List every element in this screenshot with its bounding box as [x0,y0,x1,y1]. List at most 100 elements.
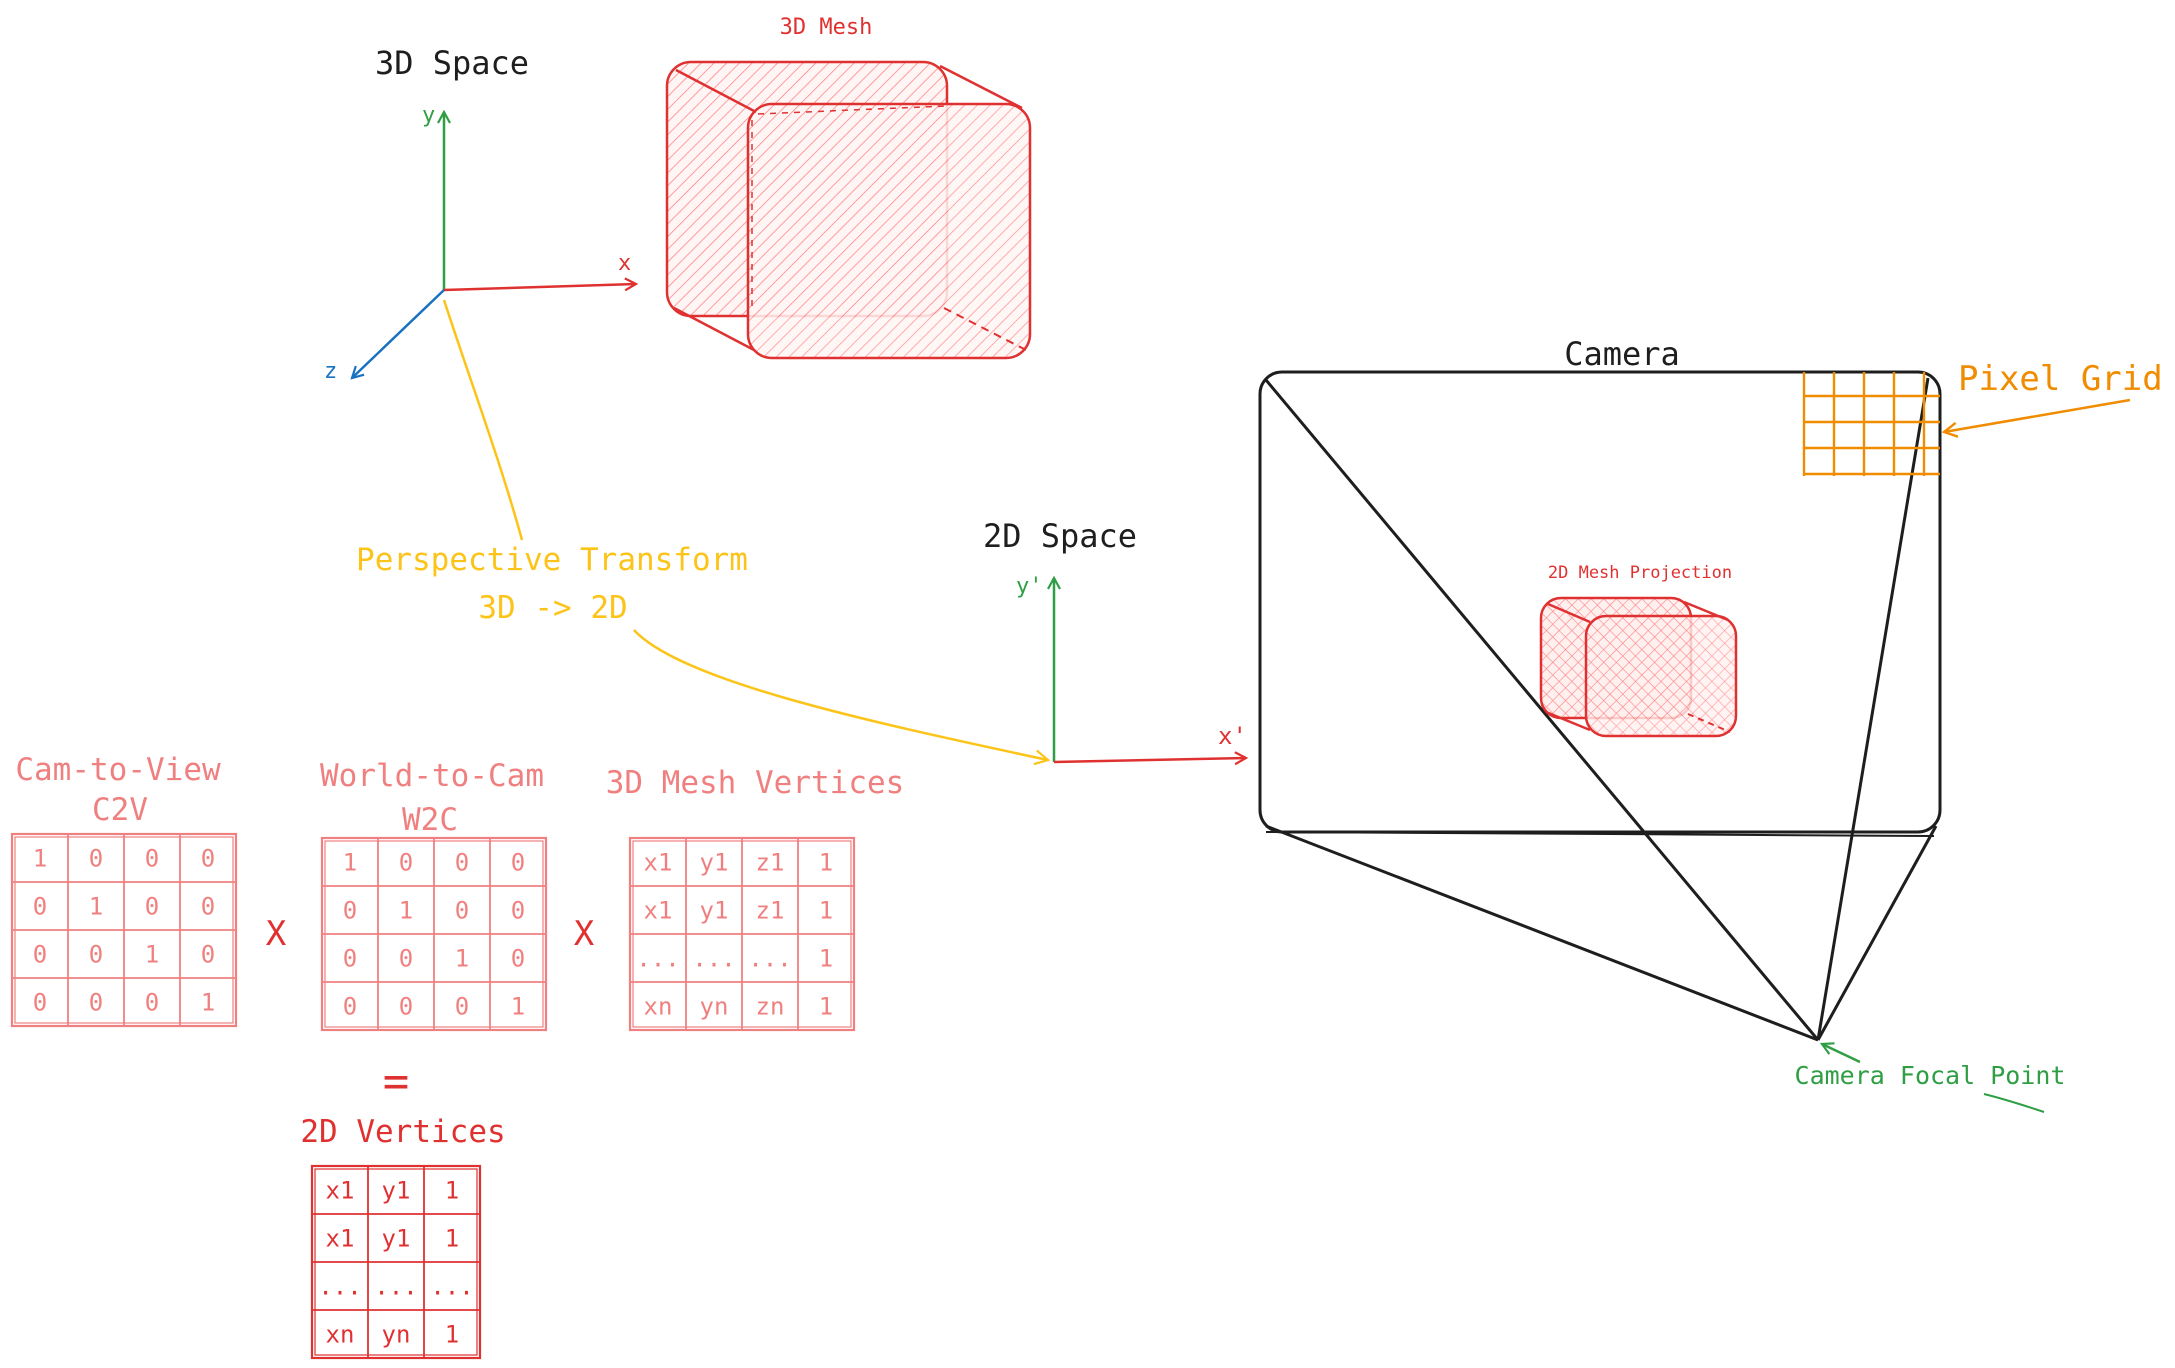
matrix-cell: 0 [455,896,469,924]
projection-edge-bl [1545,710,1591,732]
space-3d-title: 3D Space [375,44,529,82]
matrix-cell: 0 [511,944,525,972]
camera-title: Camera [1564,335,1680,373]
matrix-cell: ... [692,944,735,972]
matrix-cell: z1 [756,848,785,876]
matrix-cell: yn [382,1320,411,1348]
transform-label-line2: 3D -> 2D [478,590,627,626]
camera-frame [1258,370,1942,834]
matrix-cell: 0 [511,896,525,924]
multiply-sign-1: X [266,914,287,954]
matrix-cell: ... [430,1272,473,1300]
w2c-title: World-to-Cam [320,758,544,794]
matrix-cell: y1 [382,1224,411,1252]
w2c-abbrev: W2C [402,802,458,838]
axis-x-label: x [618,251,631,276]
matrix-cell: 0 [455,992,469,1020]
matrix-cell: y1 [700,896,729,924]
matrix-cell: 1 [455,944,469,972]
matrix-cell: 0 [343,992,357,1020]
verts2d-title: 2D Vertices [300,1114,505,1150]
matrix-cell: ... [636,944,679,972]
mesh-edge-br-hidden [943,307,1027,351]
matrix-cell: x1 [326,1176,355,1204]
matrix-cell: 0 [399,992,413,1020]
transform-label-line1: Perspective Transform [356,542,748,578]
matrix-cell: 1 [399,896,413,924]
matrix-cell: 1 [145,940,159,968]
camera-group: Camera 2D Mesh Projection Pixel Grid Cam… [1258,335,2163,1113]
matrix-cell: 0 [33,940,47,968]
projection-label: 2D Mesh Projection [1548,563,1732,583]
mesh-edge-bl [673,306,755,352]
transform-curve-arrow [633,629,1048,760]
matrix-cell: 0 [201,940,215,968]
matrix-cell: 0 [33,988,47,1016]
matrix-cell: 0 [201,844,215,872]
frustum-line-bl [1265,824,1819,1042]
axis-x-arrow [443,284,636,290]
projection-edge-tl [1547,602,1591,624]
matrix-cell: 0 [89,940,103,968]
focal-arrow [1822,1044,1861,1064]
matrix-cell: 0 [201,892,215,920]
verts3d-title: 3D Mesh Vertices [606,765,905,801]
equals-sign: = [383,1056,410,1107]
axis-y-label: y [422,103,435,128]
pixel-grid [1802,372,1940,476]
focal-underline [1983,1093,2045,1113]
matrix-cell: z1 [756,896,785,924]
c2v-abbrev: C2V [92,792,148,828]
multiply-sign-2: X [574,914,595,954]
mesh-edge-tl [675,68,757,114]
frustum-base [1265,831,1935,837]
mesh-edge-tr [939,64,1023,110]
matrix-cell: zn [756,992,785,1020]
matrix-cell: y1 [700,848,729,876]
pixel-grid-label: Pixel Grid [1958,359,2163,399]
mesh-3d-label: 3D Mesh [780,15,873,40]
matrix-cell: xn [644,992,673,1020]
projection-edge-tr [1683,600,1729,622]
matrix-cell: x1 [326,1224,355,1252]
matrix-cell: 1 [89,892,103,920]
matrix-cell: 0 [511,848,525,876]
mesh-back-face [746,102,1032,360]
matrix-cell: 0 [145,988,159,1016]
transform-curve-upper [442,299,524,541]
matrix-cell: y1 [382,1176,411,1204]
matrices-group: Cam-to-View C2V 1 0 0 0 0 1 0 0 0 0 1 0 0 0 0 1 X World… [10,752,905,1360]
mesh-hidden-top [757,105,947,115]
matrix-cell: 0 [33,892,47,920]
matrix-cell: 0 [399,848,413,876]
matrix-cell: x1 [644,848,673,876]
axis-z-arrow [352,289,445,378]
matrix-cell: 1 [445,1176,459,1204]
c2v-title: Cam-to-View [15,752,221,788]
matrix-cell: 0 [455,848,469,876]
matrix-cell: 0 [343,944,357,972]
axis-z-label: z [324,359,337,384]
pixel-grid-arrow [1944,398,2131,432]
matrix-cell: ... [748,944,791,972]
frustum-line-tr [1816,377,1930,1041]
matrix-cell: 1 [819,848,833,876]
space-2d-group: 2D Space y' x' [983,517,1247,762]
focal-label: Camera Focal Point [1795,1061,2066,1090]
projection-back-face [1584,614,1738,738]
space-3d-group: 3D Space y x z [324,44,636,384]
matrix-cell: 1 [445,1224,459,1252]
space-2d-title: 2D Space [983,517,1137,555]
matrix-cell: 1 [343,848,357,876]
matrix-cell: x1 [644,896,673,924]
matrix-cell: 1 [33,844,47,872]
matrix-cell: ... [318,1272,361,1300]
matrix-cell: 1 [445,1320,459,1348]
frustum-line-br [1816,825,1938,1041]
frustum-line-tl [1264,379,1820,1041]
